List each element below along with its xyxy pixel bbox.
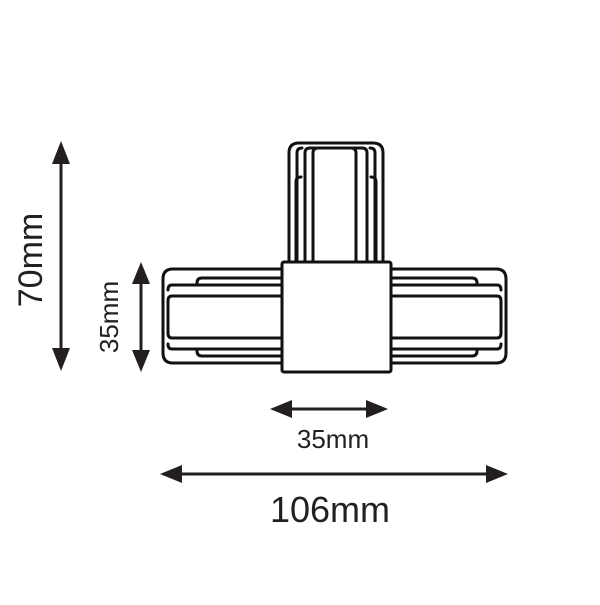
dimension-label-35mm-vertical: 35mm — [94, 280, 124, 354]
dimension-arrow-35mm-vertical — [132, 262, 150, 372]
dimension-arrow-70mm — [52, 141, 70, 371]
dimension-label-70mm: 70mm — [12, 212, 50, 308]
dimension-label-106mm: 106mm — [269, 489, 391, 530]
center-body — [280, 260, 393, 374]
dimension-arrow-35mm-horizontal — [270, 400, 388, 418]
left-arm — [161, 267, 284, 365]
right-arm — [389, 267, 508, 365]
dimension-arrow-106mm — [160, 465, 508, 483]
top-arm — [287, 141, 385, 264]
dimension-label-35mm-horizontal: 35mm — [296, 424, 370, 454]
